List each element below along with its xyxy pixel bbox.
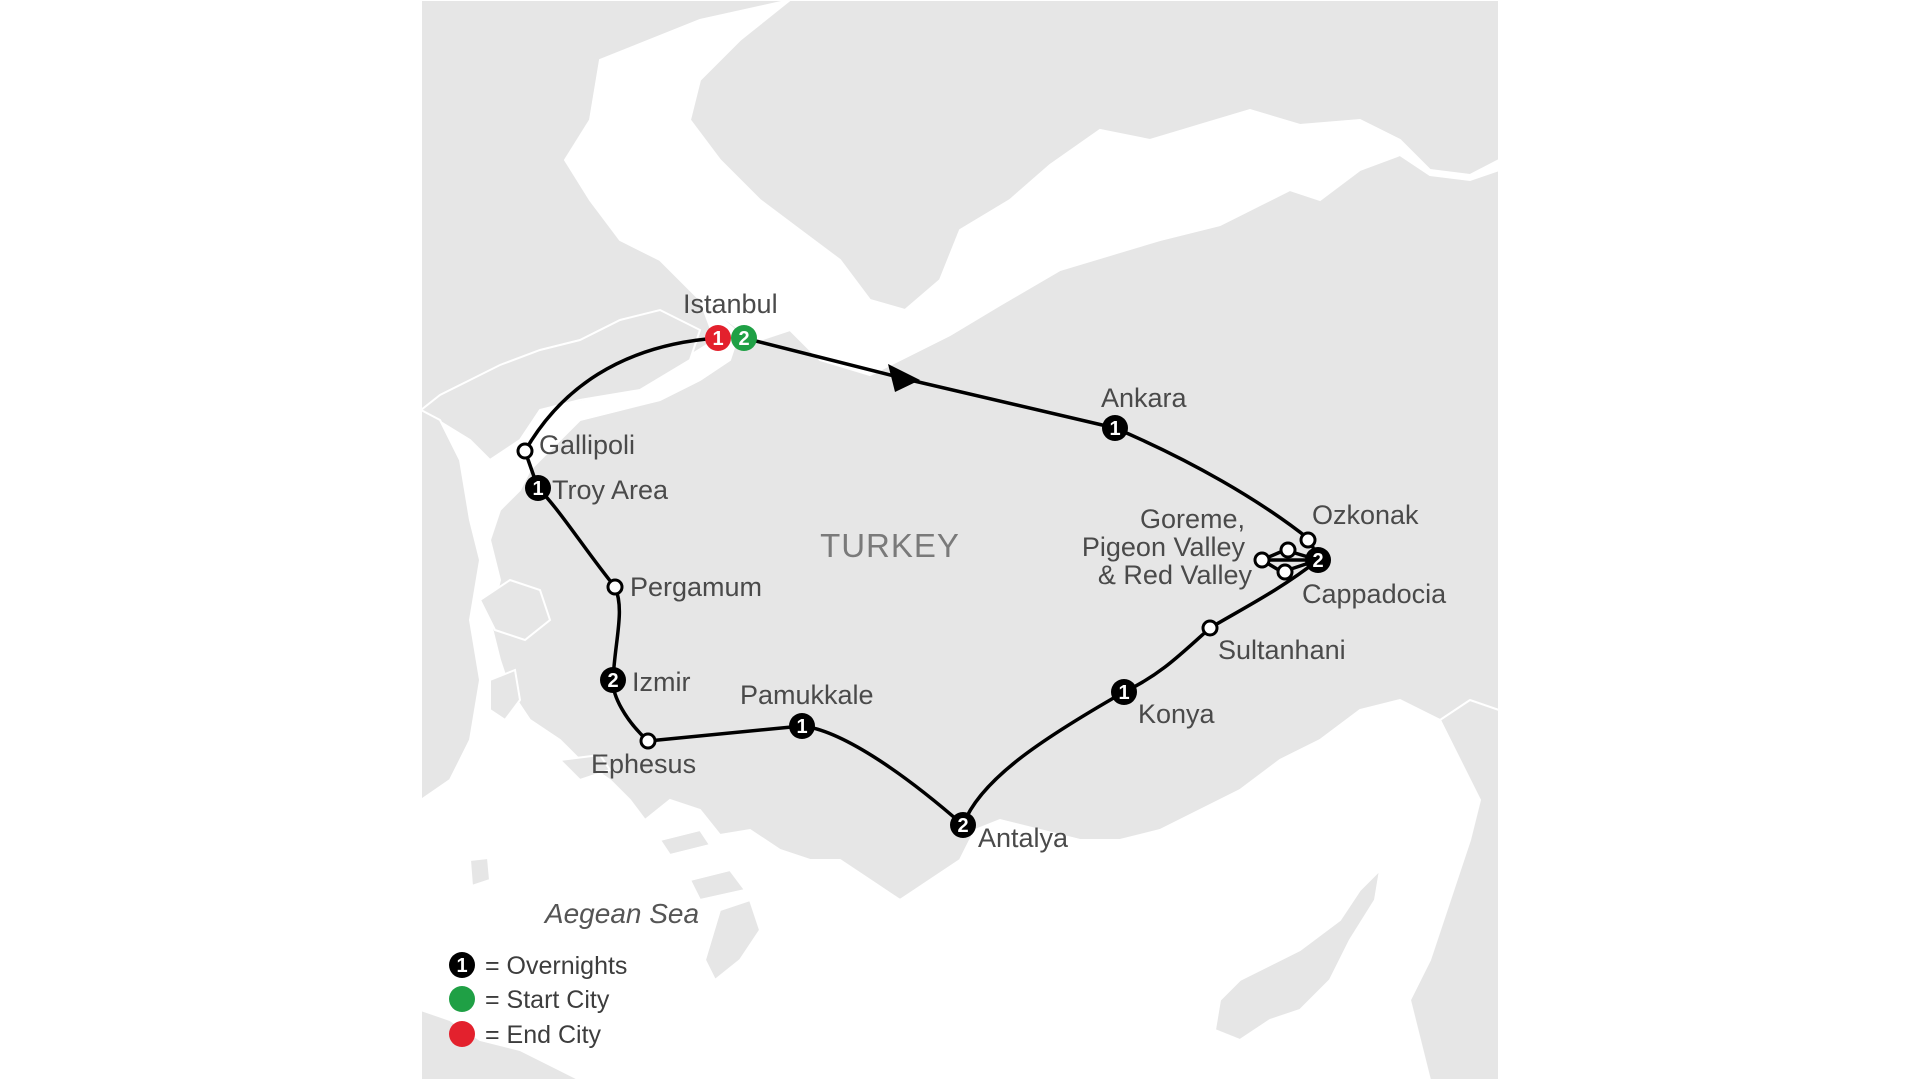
nights-istanbul-end: 1 — [712, 328, 723, 350]
overnight-marker-ankara: 1 — [1102, 415, 1128, 441]
end-city-marker-istanbul: 1 — [705, 325, 731, 351]
label-ankara: Ankara — [1101, 383, 1188, 413]
label-gallipoli: Gallipoli — [539, 430, 635, 460]
route-ankara-cappadocia — [1114, 426, 1320, 561]
land-thrace — [419, 308, 702, 462]
nights-konya: 1 — [1118, 682, 1129, 704]
legend-symbol-number: 1 — [456, 955, 467, 977]
label-izmir: Izmir — [632, 667, 690, 697]
route-gallipoli-istanbul — [523, 336, 719, 452]
label-goreme: Goreme, — [1140, 504, 1245, 534]
land-cyprus — [1213, 867, 1382, 1042]
label-pamukkale: Pamukkale — [740, 680, 874, 710]
label-pergamum: Pergamum — [630, 572, 762, 602]
island-crete-east — [703, 898, 762, 982]
overnight-marker-konya: 1 — [1111, 679, 1137, 705]
nights-antalya: 2 — [957, 815, 968, 837]
label-istanbul: Istanbul — [683, 289, 778, 319]
legend-swatch-start-city — [449, 986, 475, 1012]
overnight-marker-izmir: 2 — [600, 667, 626, 693]
stop-marker-red-valley — [1276, 563, 1294, 581]
route-pamukkale-ephesus — [647, 724, 803, 743]
stop-marker-ephesus — [639, 732, 657, 750]
label-konya: Konya — [1138, 699, 1216, 729]
label-pigeon-valley: Pigeon Valley — [1082, 532, 1246, 562]
nights-izmir: 2 — [607, 670, 618, 692]
label-ephesus: Ephesus — [591, 749, 696, 779]
nights-pamukkale: 1 — [796, 716, 807, 738]
island-kos — [658, 828, 712, 857]
legend-item-overnights: 1 = Overnights — [449, 952, 627, 980]
overnight-marker-pamukkale: 1 — [789, 713, 815, 739]
label-sultanhani: Sultanhani — [1218, 635, 1346, 665]
overnight-marker-troy-area: 1 — [525, 475, 551, 501]
place-labels: Istanbul Ankara Ozkonak Goreme, Pigeon V… — [539, 289, 1447, 929]
island-rhodes — [688, 868, 747, 902]
island-chios — [489, 668, 522, 722]
legend: 1 = Overnights = Start City = End City — [449, 952, 627, 1049]
land-north — [688, 0, 1500, 312]
label-ozkonak: Ozkonak — [1312, 500, 1419, 530]
label-cappadocia: Cappadocia — [1302, 579, 1447, 609]
overnight-markers: 1 2 1 2 1 2 1 1 — [525, 325, 1331, 838]
land-greece — [420, 408, 482, 802]
stop-marker-ozkonak — [1299, 531, 1317, 549]
legend-swatch-overnights — [449, 952, 475, 978]
legend-label-start-city: = Start City — [485, 986, 610, 1014]
minor-stops — [516, 442, 1317, 750]
legend-label-end-city: = End City — [485, 1021, 602, 1049]
label-antalya: Antalya — [978, 823, 1069, 853]
route-antalya-pamukkale — [801, 724, 965, 827]
stop-marker-gallipoli — [516, 442, 534, 460]
label-troy-area: Troy Area — [552, 475, 669, 505]
legend-swatch-end-city — [449, 1021, 475, 1047]
legend-label-overnights: = Overnights — [485, 952, 627, 980]
nights-ankara: 1 — [1109, 418, 1120, 440]
stop-marker-sultanhani — [1201, 619, 1219, 637]
label-country: TURKEY — [820, 527, 960, 564]
island-lesbos — [478, 578, 552, 642]
stop-marker-goreme — [1253, 551, 1271, 569]
island-small-1 — [468, 856, 492, 888]
nights-troy-area: 1 — [532, 478, 543, 500]
route-konya-antalya — [961, 690, 1125, 826]
route-direction-arrow — [888, 364, 920, 392]
overnight-marker-cappadocia: 2 — [1305, 547, 1331, 573]
label-sea: Aegean Sea — [543, 898, 699, 929]
stop-marker-pergamum — [606, 578, 624, 596]
legend-item-end-city: = End City — [449, 1021, 602, 1049]
legend-item-start-city: = Start City — [449, 986, 610, 1014]
island-samos — [557, 753, 612, 782]
start-city-marker-istanbul: 2 — [731, 325, 757, 351]
overnight-marker-antalya: 2 — [950, 812, 976, 838]
nights-cappadocia: 2 — [1312, 550, 1323, 572]
label-red-valley: & Red Valley — [1098, 560, 1253, 590]
land-levant — [1408, 698, 1500, 1080]
nights-istanbul-start: 2 — [738, 328, 749, 350]
stop-marker-pigeon-valley — [1279, 541, 1297, 559]
